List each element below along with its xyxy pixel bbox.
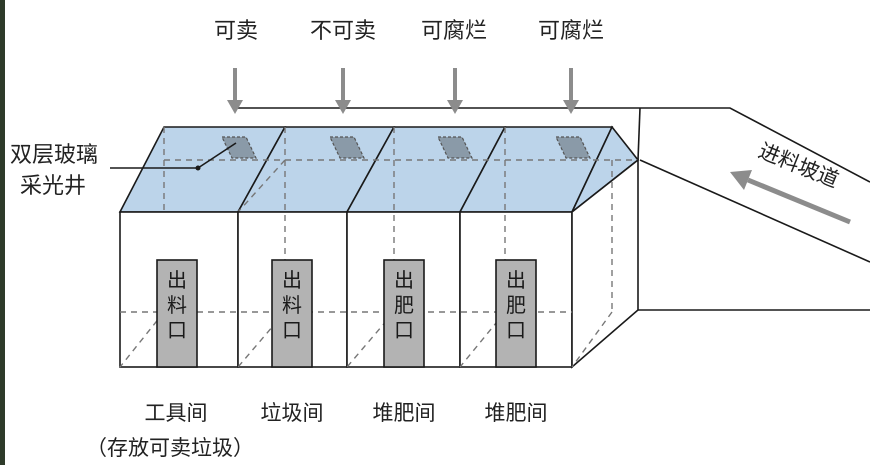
door-room-4: 出 肥 口: [495, 259, 537, 368]
left-arrow-icon: [730, 170, 752, 190]
top-label-sellable: 可卖: [214, 19, 258, 44]
room-label-tools: 工具间: [145, 401, 208, 425]
room-labels: 工具间 垃圾间 堆肥间 堆肥间 （存放可卖垃圾）: [86, 401, 548, 460]
top-label-perishable-1: 可腐烂: [421, 19, 487, 44]
door-room-2: 出 料 口: [271, 259, 313, 368]
top-labels: 可卖 不可卖 可腐烂 可腐烂: [214, 19, 604, 44]
door-label-char: 口: [394, 318, 414, 342]
left-edge-strip: [0, 0, 5, 465]
room-label-garbage: 垃圾间: [261, 401, 324, 425]
callout-dot: [195, 165, 201, 171]
skylights: [221, 136, 591, 159]
top-label-perishable-2: 可腐烂: [538, 19, 604, 44]
top-label-unsellable: 不可卖: [310, 19, 376, 44]
door-label-char: 出: [394, 268, 414, 292]
door-label-char: 出: [282, 268, 302, 292]
door-label-char: 出: [167, 268, 187, 292]
door-room-3: 出 肥 口: [383, 259, 425, 368]
side-wall: [571, 158, 639, 369]
skylight-1: [221, 136, 257, 159]
door-room-1: 出 料 口: [156, 259, 198, 368]
door-label-char: 出: [506, 268, 526, 292]
door-label-char: 料: [167, 293, 187, 317]
ramp-label: 进料坡道: [755, 139, 842, 193]
callout-line-1: 双层玻璃: [10, 143, 98, 168]
skylight-4: [555, 136, 591, 159]
door-label-char: 料: [282, 293, 302, 317]
ramp-callout: 进料坡道: [730, 139, 851, 225]
down-arrow-icon: [563, 68, 579, 114]
room-label-compost-2: 堆肥间: [485, 401, 548, 425]
doors: 出 料 口 出 料 口 出 肥 口 出 肥 口: [156, 259, 537, 368]
door-label-char: 肥: [506, 293, 526, 317]
door-label-char: 肥: [394, 293, 414, 317]
ramp-arrow-shaft: [747, 177, 851, 225]
room-sublabel: （存放可卖垃圾）: [86, 436, 254, 460]
down-arrows: [227, 68, 579, 114]
room-label-compost-1: 堆肥间: [373, 401, 436, 425]
down-arrow-icon: [227, 68, 243, 114]
door-label-char: 口: [506, 318, 526, 342]
skylight-2: [329, 136, 365, 159]
skylight-3: [437, 136, 473, 159]
callout-line-2: 采光井: [20, 174, 86, 199]
skylight-callout: 双层玻璃 采光井: [10, 142, 237, 199]
door-label-char: 口: [282, 318, 302, 342]
down-arrow-icon: [447, 68, 463, 114]
down-arrow-icon: [335, 68, 351, 114]
door-label-char: 口: [167, 318, 187, 342]
